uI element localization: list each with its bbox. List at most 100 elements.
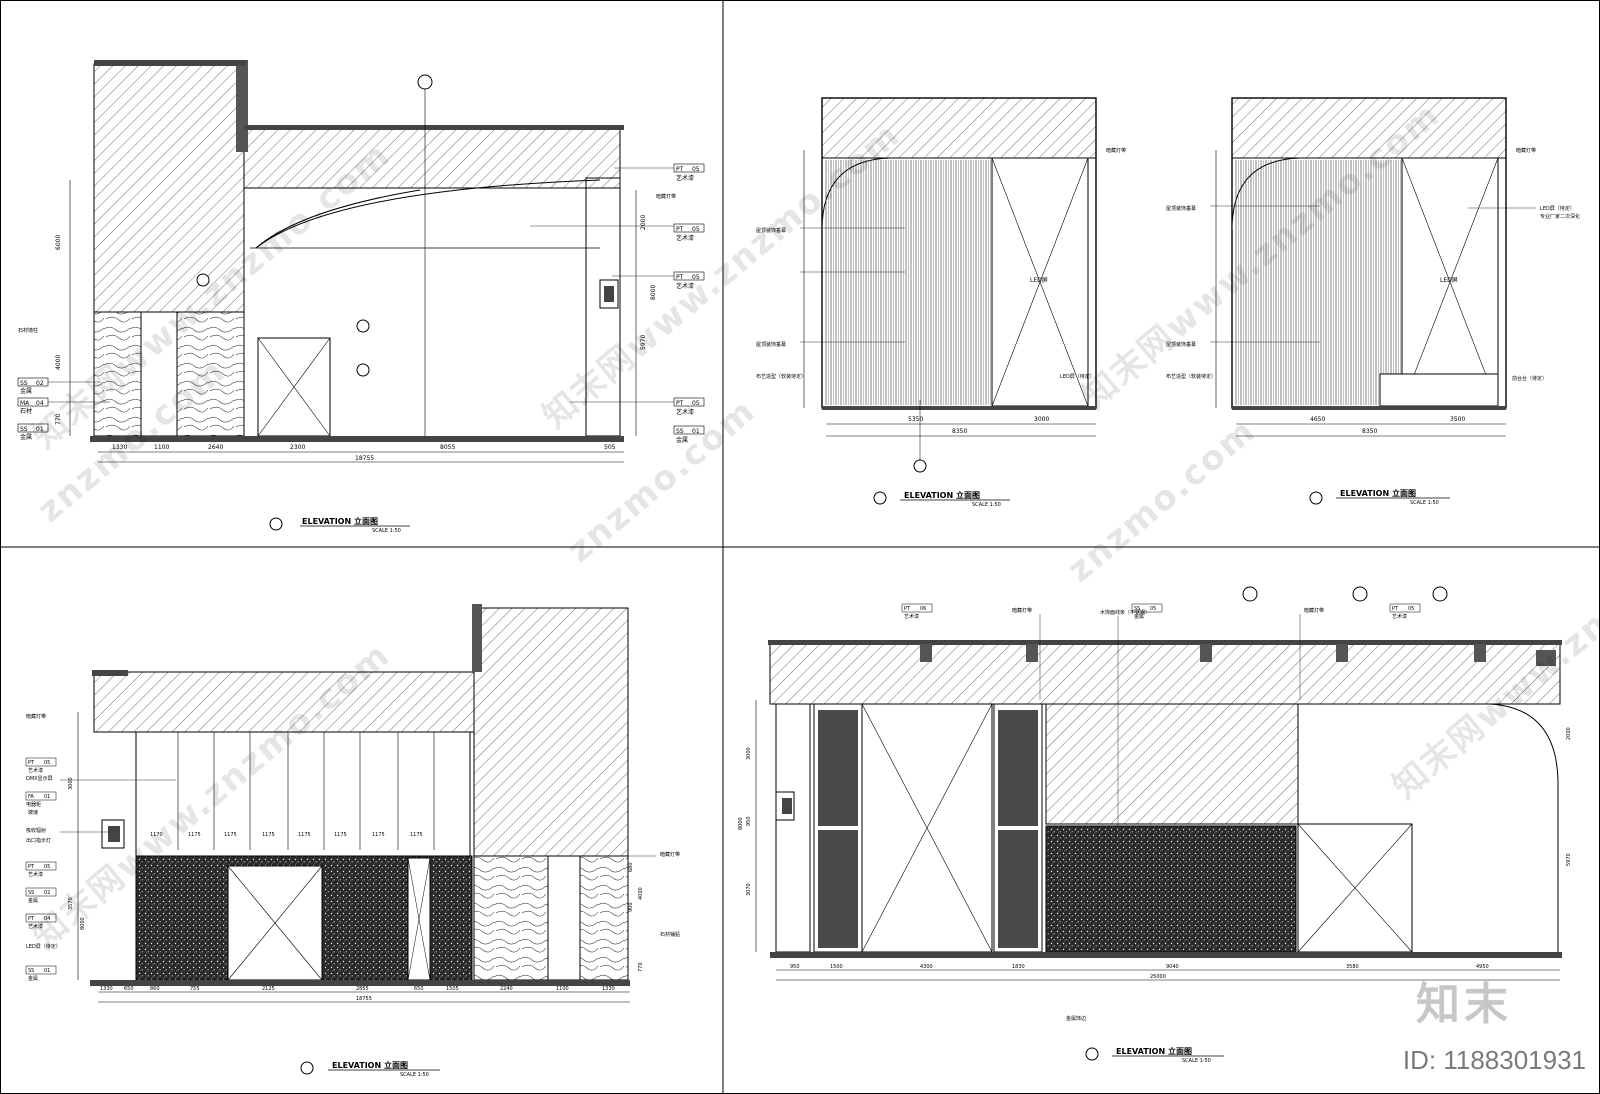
tag-code: PT <box>28 916 35 922</box>
panel-caption: ELEVATION 立面图 <box>904 490 980 500</box>
note: LED屏（待定） <box>1060 373 1095 380</box>
dim-3: 2640 <box>208 444 223 451</box>
dim: 4950 <box>1476 964 1489 970</box>
dim: 950 <box>790 964 800 970</box>
tag-text: 金属 <box>20 433 32 441</box>
dim: 9040 <box>1166 964 1179 970</box>
dim: 1330 <box>602 986 615 992</box>
drape-wall-b <box>1235 160 1401 405</box>
tag-num: 02 <box>36 380 44 387</box>
dim-total: 25000 <box>1150 974 1166 980</box>
height: 8000 <box>738 817 744 830</box>
panel-width: 1175 <box>224 832 237 838</box>
note-stone-column: 石材墙柱 <box>18 327 38 334</box>
tag-num: 04 <box>44 916 50 922</box>
notes-elevation-a: 暗藏灯带 屋顶装饰垂幕 屋顶装饰垂幕 布艺造型（软装待定） LED屏（待定） <box>756 147 1126 380</box>
tag-num: 01 <box>44 968 50 974</box>
height-1: 6000 <box>55 235 62 250</box>
tag-num: 05 <box>692 400 700 407</box>
screen-label-b: LED屏 <box>1440 277 1458 284</box>
dim: 3580 <box>1346 964 1359 970</box>
tag-text: 金属 <box>1134 613 1144 620</box>
tag-code: SS <box>1134 606 1140 612</box>
tag-num: 05 <box>1150 606 1156 612</box>
panel-width: 1175 <box>262 832 275 838</box>
height-6: 8000 <box>650 285 657 300</box>
image-id-label: ID: 1188301931 <box>1402 1045 1586 1075</box>
tag-num: 06 <box>920 606 926 612</box>
tag-num: 01 <box>692 428 700 435</box>
tag-text: 金属 <box>676 436 688 444</box>
tag-text: 艺术漆 <box>676 174 694 182</box>
height: 950 <box>746 816 752 826</box>
note: 屋顶装饰垂幕 <box>756 227 786 234</box>
heights-bottom-left: 3000 3570 4000 770 680 900 8000 <box>68 777 644 972</box>
note: 暗藏灯带 <box>660 851 680 858</box>
tag-code: FA <box>28 794 34 800</box>
panel-caption: ELEVATION 立面图 <box>1116 1046 1192 1056</box>
dim-total: 18755 <box>356 996 372 1002</box>
panel-caption: ELEVATION 立面图 <box>1340 488 1416 498</box>
dim-6: 505 <box>604 444 616 451</box>
dim: 1330 <box>100 986 113 992</box>
tag-text: 艺术漆 <box>28 871 43 878</box>
height-3: 770 <box>55 413 62 425</box>
dim: 1505 <box>446 986 459 992</box>
dims-bottom-left: 1330 650 860 755 2125 2865 650 1505 2240… <box>100 986 615 1002</box>
ceiling-block <box>93 63 245 313</box>
tag-num: 04 <box>36 400 44 407</box>
dim: 1100 <box>556 986 569 992</box>
panel-caption: ELEVATION 立面图 <box>302 516 378 526</box>
dim-5: 8055 <box>440 444 455 451</box>
tag-num: 05 <box>692 166 700 173</box>
tag-text: 金属 <box>20 387 32 395</box>
tag-num: 05 <box>692 274 700 281</box>
tag-group-right: PT 05 艺术漆 PT 05 艺术漆 PT 05 艺术漆 PT 05 艺术漆 … <box>530 163 705 444</box>
note: 石材铺贴 <box>660 931 680 938</box>
dim-a1: 5350 <box>908 416 923 423</box>
tag-text: 金属 <box>28 897 38 904</box>
height: 5970 <box>1566 853 1572 866</box>
panel-width: 1170 <box>150 832 163 838</box>
panel-scale: SCALE 1:50 <box>972 502 1001 508</box>
tag-code: SS <box>20 380 28 387</box>
elevation-panel-top-right: LED屏 5350 3000 8350 暗藏灯带 屋顶装饰垂幕 屋顶装饰垂幕 布… <box>756 97 1580 508</box>
height: 3000 <box>746 747 752 760</box>
tag-text: 艺术漆 <box>676 234 694 242</box>
note: 屋顶装饰垂幕 <box>1166 341 1196 348</box>
elevation-panel-bottom-left: 1170 1175 1175 1175 1175 1175 1175 1175 … <box>25 604 680 1078</box>
tag-num: 05 <box>692 226 700 233</box>
panel-width: 1175 <box>410 832 423 838</box>
upper-panel-wall <box>135 731 471 857</box>
dim: 2125 <box>262 986 275 992</box>
height-2: 4000 <box>55 355 62 370</box>
height: 3570 <box>68 897 74 910</box>
note: 暗藏灯带 <box>26 713 46 720</box>
floor-line <box>90 436 624 442</box>
tags-bottom-right: PT 06 艺术漆 SS 05 金属 PT 05 艺术漆 <box>901 603 1421 620</box>
note: 电器柜 <box>26 801 41 808</box>
note: 出口指示灯 <box>26 837 51 844</box>
dim: 1830 <box>1012 964 1025 970</box>
dim-a-total: 8350 <box>952 428 967 435</box>
height: 900 <box>628 902 634 912</box>
dim: 650 <box>124 986 134 992</box>
panel-width: 1175 <box>188 832 201 838</box>
dim: 1500 <box>830 964 843 970</box>
screen-label-a: LED屏 <box>1030 277 1048 284</box>
panel-width: 1175 <box>372 832 385 838</box>
dim-a2: 3000 <box>1034 416 1049 423</box>
tag-text: 艺术漆 <box>1392 613 1407 620</box>
panel-scale: SCALE 1:50 <box>400 1072 429 1078</box>
notes-bottom-right: 暗藏灯带 暗藏灯带 木饰面线条（不锈钢） 金属饰边 <box>1012 607 1324 1022</box>
dim: 860 <box>150 986 160 992</box>
ceiling-soffit <box>243 127 621 189</box>
panel-widths: 1170 1175 1175 1175 1175 1175 1175 1175 <box>150 832 423 838</box>
tag-num: 01 <box>44 794 50 800</box>
tag-text: 艺术漆 <box>28 767 43 774</box>
tag-text: 玻璃 <box>28 809 38 816</box>
dim: 650 <box>414 986 424 992</box>
tag-text: 金属 <box>28 975 38 982</box>
tag-code: SS <box>676 428 684 435</box>
